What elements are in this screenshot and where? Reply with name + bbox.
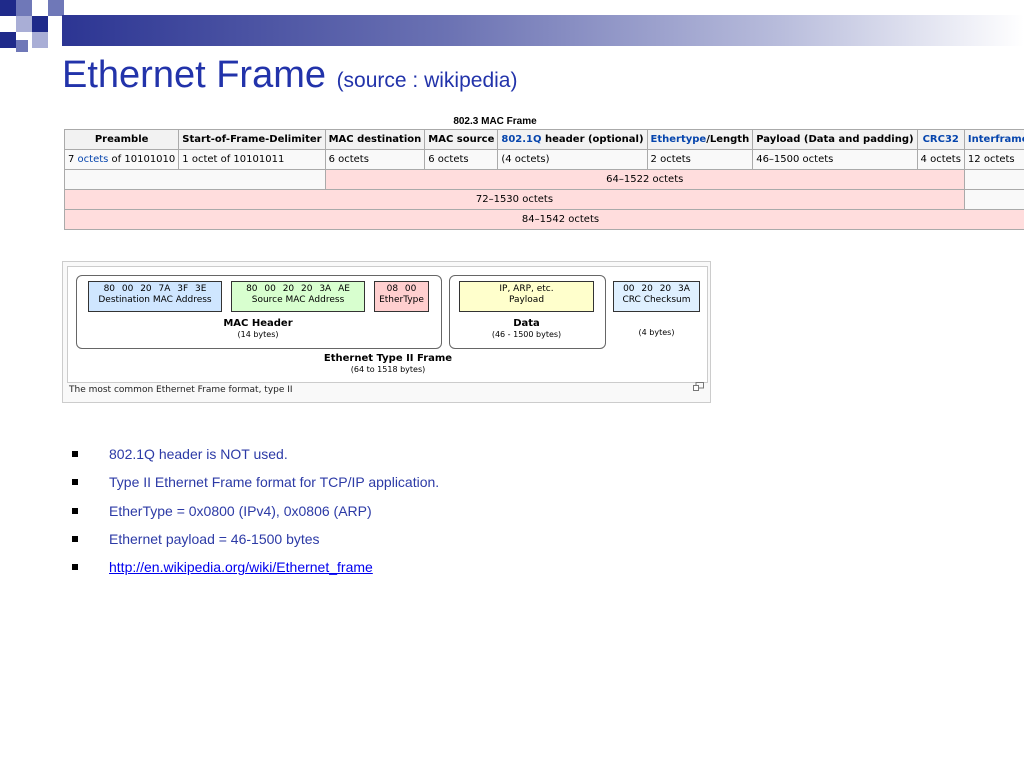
dest-mac-field: 80 00 20 7A 3F 3E Destination MAC Addres… [88, 281, 222, 312]
ethertype-field: 08 00 EtherType [374, 281, 429, 312]
src-mac-field: 80 00 20 20 3A AE Source MAC Address [231, 281, 365, 312]
data-title: Data [513, 318, 540, 329]
diagram-caption: The most common Ethernet Frame format, t… [69, 385, 293, 395]
mac-header-label: MAC Header (14 bytes) [76, 318, 440, 340]
crc-label: CRC Checksum [622, 295, 691, 305]
bullet-text: Ethernet payload = 46-1500 bytes [109, 530, 320, 547]
enlarge-icon[interactable] [693, 382, 704, 391]
preamble-bits: of 10101010 [108, 154, 176, 165]
ethertype-link[interactable]: Ethertype [650, 134, 707, 145]
header-mac-src: MAC source [424, 129, 499, 150]
header-mac-dest: MAC destination [324, 129, 426, 150]
slide-title: Ethernet Frame (source : wikipedia) [62, 54, 517, 97]
bullet-text: 802.1Q header is NOT used. [109, 446, 288, 462]
cell-blank [963, 189, 1024, 210]
dest-mac-hex: 80 00 20 7A 3F 3E [103, 284, 207, 294]
cell-preamble: 7 octets of 10101010 [63, 149, 180, 170]
list-item: Ethernet payload = 46-1500 bytes [72, 529, 439, 557]
deco-square [48, 0, 64, 16]
header-ethertype: Ethertype/Length [646, 129, 754, 150]
frame-title: Ethernet Type II Frame [323, 353, 453, 364]
mac-header-title: MAC Header [223, 318, 293, 329]
deco-square [0, 0, 16, 16]
bullet-text: EtherType = 0x0800 (IPv4), 0x0806 (ARP) [109, 502, 372, 519]
payload-line1: IP, ARP, etc. [499, 284, 554, 294]
ethertype-rest: /Length [706, 134, 750, 145]
deco-square [16, 40, 28, 52]
list-item: Type II Ethernet Frame format for TCP/IP… [72, 472, 439, 500]
list-item: EtherType = 0x0800 (IPv4), 0x0806 (ARP) [72, 501, 439, 529]
wikipedia-link[interactable]: http://en.wikipedia.org/wiki/Ethernet_fr… [109, 559, 373, 576]
bullet-icon [72, 535, 78, 542]
crc-link[interactable]: CRC32 [922, 134, 959, 145]
cell-blank [64, 169, 326, 190]
src-mac-hex: 80 00 20 20 3A AE [246, 284, 350, 294]
crc-bytes-label: (4 bytes) [613, 327, 700, 338]
preamble-count: 7 [68, 154, 78, 165]
header-ifg: Interframe gap [963, 129, 1024, 150]
cell-dot1q: (4 octets) [497, 149, 648, 170]
table-row: 72–1530 octets [64, 189, 1024, 210]
crc-bytes: (4 bytes) [638, 328, 675, 337]
frame-label: Ethernet Type II Frame (64 to 1518 bytes… [268, 353, 508, 375]
cell-crc: 4 octets [916, 149, 965, 170]
bullet-icon [72, 451, 78, 457]
cell-sfd: 1 octet of 10101011 [178, 149, 326, 170]
deco-square [0, 32, 16, 48]
dot1q-link[interactable]: 802.1Q [501, 134, 542, 145]
span-packet: 72–1530 octets [64, 189, 965, 210]
data-label: Data (46 - 1500 bytes) [449, 318, 604, 340]
deco-square [32, 16, 48, 32]
list-item: http://en.wikipedia.org/wiki/Ethernet_fr… [72, 557, 439, 585]
header-decoration [0, 0, 1024, 64]
ifg-link[interactable]: Interframe gap [967, 134, 1024, 145]
mac-header-bytes: (14 bytes) [237, 330, 279, 339]
header-gradient-bar [62, 15, 1024, 46]
octets-link[interactable]: octets [77, 154, 109, 165]
bullet-icon [72, 564, 78, 571]
crc-field: 00 20 20 3A CRC Checksum [613, 281, 700, 312]
bullet-icon [72, 507, 78, 514]
ethertype-label: EtherType [379, 295, 424, 305]
cell-blank [963, 169, 1024, 190]
span-frame: 64–1522 octets [324, 169, 965, 190]
cell-mac-dest: 6 octets [324, 149, 426, 170]
crc-hex: 00 20 20 3A [623, 284, 690, 294]
payload-line2: Payload [508, 295, 545, 305]
frame-bytes: (64 to 1518 bytes) [350, 365, 426, 374]
deco-square [32, 32, 48, 48]
deco-square [16, 16, 32, 32]
header-sfd: Start-of-Frame-Delimiter [178, 129, 326, 150]
dest-mac-label: Destination MAC Address [98, 295, 212, 305]
data-bytes: (46 - 1500 bytes) [491, 330, 562, 339]
cell-mac-src: 6 octets [424, 149, 499, 170]
list-item: 802.1Q header is NOT used. [72, 444, 439, 472]
dot1q-rest: header (optional) [541, 134, 644, 145]
span-total: 84–1542 octets [63, 209, 1024, 230]
header-dot1q: 802.1Q header (optional) [497, 129, 648, 150]
table-row: 84–1542 octets [63, 209, 1024, 230]
ethertype-hex: 08 00 [386, 284, 417, 294]
table-caption: 802.3 MAC Frame [453, 116, 537, 127]
payload-field: IP, ARP, etc. Payload [459, 281, 594, 312]
frame-diagram: 80 00 20 7A 3F 3E Destination MAC Addres… [62, 261, 711, 403]
slide-title-main: Ethernet Frame [62, 54, 326, 96]
deco-square [16, 0, 32, 16]
mac-frame-table: Preamble Start-of-Frame-Delimiter MAC de… [63, 129, 1024, 230]
bullet-icon [72, 479, 78, 486]
table-row: 64–1522 octets [64, 169, 1024, 190]
table-row: 7 octets of 10101010 1 octet of 10101011… [63, 149, 1024, 170]
cell-ethertype: 2 octets [646, 149, 754, 170]
bullet-list: 802.1Q header is NOT used. Type II Ether… [72, 444, 439, 585]
src-mac-label: Source MAC Address [251, 295, 345, 305]
header-preamble: Preamble [63, 129, 180, 150]
table-header-row: Preamble Start-of-Frame-Delimiter MAC de… [63, 129, 1024, 150]
slide-title-source: (source : wikipedia) [336, 69, 518, 92]
cell-payload: 46–1500 octets [752, 149, 918, 170]
header-payload: Payload (Data and padding) [752, 129, 918, 150]
cell-ifg: 12 octets [963, 149, 1024, 170]
header-crc: CRC32 [916, 129, 965, 150]
frame-diagram-image: 80 00 20 7A 3F 3E Destination MAC Addres… [67, 266, 708, 383]
bullet-text: Type II Ethernet Frame format for TCP/IP… [109, 474, 440, 491]
